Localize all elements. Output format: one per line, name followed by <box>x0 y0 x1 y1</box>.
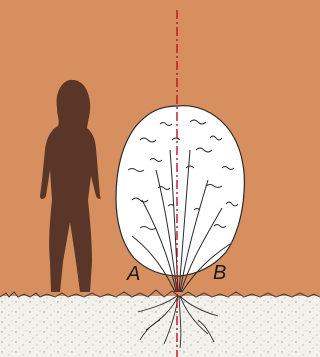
soil-ground <box>0 290 320 357</box>
label-a: A <box>127 264 140 284</box>
label-b: B <box>213 263 226 283</box>
